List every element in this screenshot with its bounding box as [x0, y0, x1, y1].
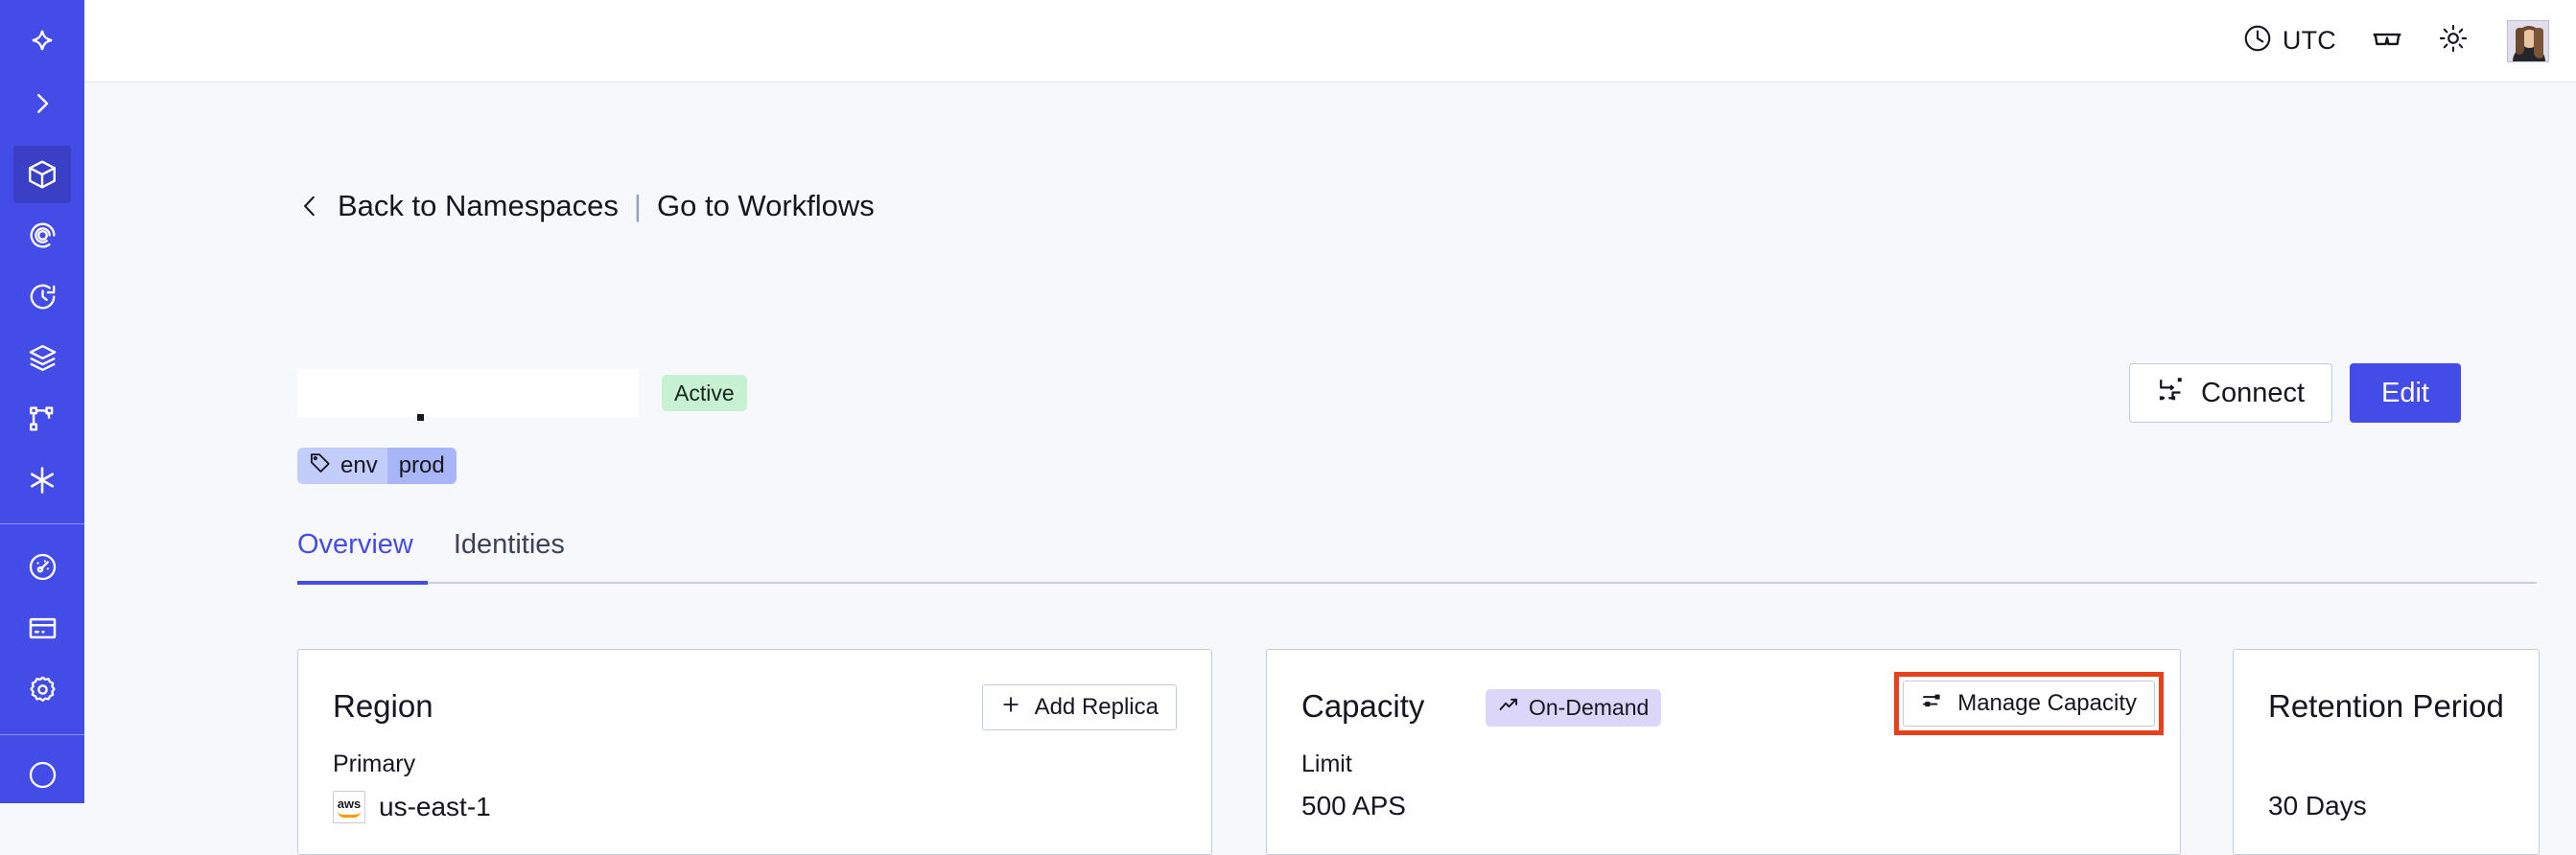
- manage-capacity-highlight: Manage Capacity: [1894, 672, 2164, 735]
- sidebar-item-nexus[interactable]: [13, 451, 71, 509]
- sidebar-item-namespaces[interactable]: [13, 145, 71, 203]
- tag-value: prod: [386, 448, 457, 484]
- edit-button-label: Edit: [2381, 377, 2429, 408]
- go-to-workflows-link[interactable]: Go to Workflows: [656, 189, 875, 222]
- glasses-icon: [2371, 22, 2403, 59]
- sun-icon: [2438, 23, 2469, 58]
- retention-card: Retention Period 30 Days: [2233, 649, 2540, 855]
- readonly-toggle[interactable]: [2371, 22, 2403, 59]
- top-header: UTC: [84, 0, 2576, 82]
- capacity-value: 500 APS: [1301, 791, 1406, 820]
- breadcrumb-divider: |: [633, 189, 642, 222]
- aws-logo-icon: aws: [333, 791, 365, 823]
- region-card: Region Add Replica Primary aws us-east-1: [297, 649, 1212, 855]
- sidebar: [0, 0, 84, 803]
- connect-button-label: Connect: [2201, 377, 2306, 408]
- sidebar-item-schedules[interactable]: [13, 268, 71, 326]
- tab-identities[interactable]: Identities: [453, 529, 565, 560]
- tag-icon: [309, 451, 332, 481]
- retention-card-title: Retention Period: [2268, 688, 2504, 724]
- page-title: [297, 369, 639, 417]
- back-to-namespaces-link[interactable]: Back to Namespaces: [338, 189, 619, 222]
- sidebar-divider-top: [0, 522, 84, 524]
- on-demand-label: On-Demand: [1529, 695, 1650, 720]
- region-primary-label: Primary: [333, 751, 416, 777]
- add-replica-button[interactable]: Add Replica: [981, 684, 1177, 730]
- namespace-actions: Connect Edit: [2129, 363, 2461, 423]
- connect-button[interactable]: Connect: [2129, 363, 2333, 423]
- sidebar-item-settings[interactable]: [13, 660, 71, 718]
- tag-key: env: [340, 452, 378, 478]
- retention-value: 30 Days: [2268, 791, 2367, 820]
- avatar[interactable]: [2507, 19, 2549, 62]
- on-demand-badge: On-Demand: [1486, 689, 1662, 727]
- tab-bar: Overview Identities: [297, 529, 2537, 585]
- sidebar-item-billing[interactable]: [13, 599, 71, 657]
- sidebar-item-help[interactable]: [13, 746, 71, 803]
- status-badge: Active: [662, 374, 747, 412]
- namespace-tag[interactable]: env prod: [297, 448, 457, 484]
- connect-flow-icon: [2157, 375, 2186, 411]
- theme-toggle[interactable]: [2438, 23, 2469, 58]
- edit-button[interactable]: Edit: [2350, 363, 2461, 423]
- namespace-title-row: Active: [297, 369, 747, 417]
- tab-active-underline: [297, 581, 428, 585]
- region-value-row: aws us-east-1: [333, 791, 491, 823]
- sliders-icon: [1921, 689, 1944, 719]
- breadcrumb: Back to Namespaces | Go to Workflows: [297, 189, 875, 223]
- plus-icon: [1000, 694, 1021, 722]
- sidebar-item-workflows[interactable]: [13, 390, 71, 448]
- manage-capacity-label: Manage Capacity: [1957, 690, 2137, 716]
- temporal-star-logo-icon[interactable]: [13, 12, 71, 69]
- clock-icon: [2242, 23, 2273, 58]
- capacity-limit-label: Limit: [1301, 751, 1352, 777]
- sidebar-item-observability[interactable]: [13, 207, 71, 265]
- main-content: Back to Namespaces | Go to Workflows Act…: [84, 83, 2576, 855]
- timezone-selector[interactable]: UTC: [2242, 23, 2336, 58]
- capacity-card: Capacity On-Demand Manage Capac: [1266, 649, 2181, 855]
- capacity-card-title: Capacity: [1301, 688, 1425, 724]
- sidebar-item-batch-operations[interactable]: [13, 330, 71, 387]
- sidebar-item-expand-nav[interactable]: [13, 75, 71, 132]
- chevron-left-icon[interactable]: [297, 190, 322, 222]
- sidebar-item-usage[interactable]: [13, 538, 71, 595]
- tab-overview[interactable]: Overview: [297, 529, 413, 560]
- trend-up-icon: [1498, 694, 1520, 722]
- add-replica-label: Add Replica: [1034, 694, 1159, 720]
- sidebar-divider-bottom: [0, 734, 84, 736]
- title-truncation-dot: [417, 414, 424, 421]
- region-card-title: Region: [333, 688, 433, 724]
- timezone-label: UTC: [2282, 26, 2336, 55]
- region-value: us-east-1: [379, 792, 491, 821]
- manage-capacity-button[interactable]: Manage Capacity: [1903, 681, 2155, 727]
- tab-rule: [297, 581, 2537, 585]
